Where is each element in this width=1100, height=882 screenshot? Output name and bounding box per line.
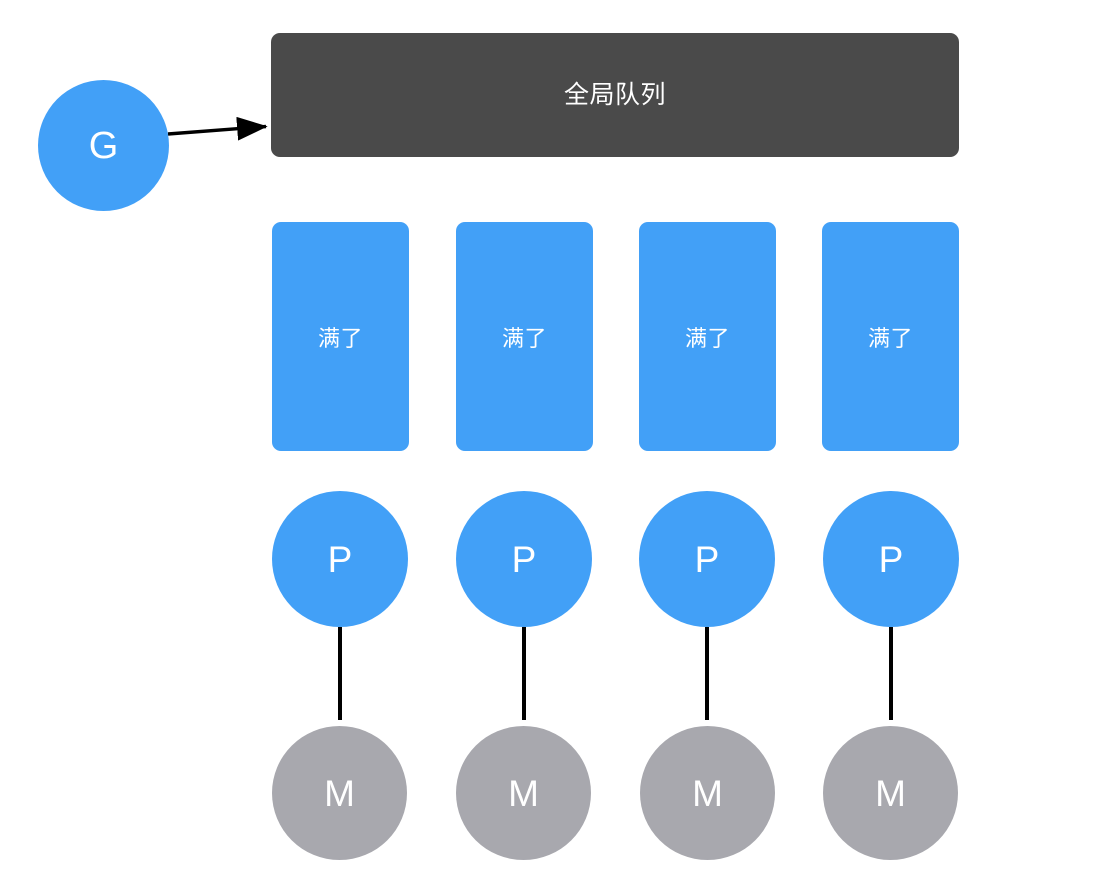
processor-label-3: P bbox=[694, 538, 720, 580]
goroutine-node-g: G bbox=[38, 80, 169, 211]
arrow-line bbox=[167, 116, 268, 141]
connector-p3-m3 bbox=[705, 627, 709, 720]
processor-label-1: P bbox=[327, 538, 353, 580]
machine-label-3: M bbox=[692, 772, 723, 814]
local-queue-label-1: 满了 bbox=[317, 325, 363, 351]
machine-node-m-4: M bbox=[823, 726, 958, 860]
goroutine-label: G bbox=[88, 124, 119, 167]
machine-label-4: M bbox=[875, 772, 906, 814]
processor-node-p-1: P bbox=[272, 491, 408, 627]
connector-p1-m1 bbox=[338, 627, 342, 720]
local-queue-card-3: 满了 bbox=[639, 222, 776, 451]
processor-label-4: P bbox=[878, 538, 904, 580]
local-queue-label-4: 满了 bbox=[867, 325, 913, 351]
machine-node-m-1: M bbox=[272, 726, 407, 860]
machine-node-m-2: M bbox=[456, 726, 591, 860]
processor-label-2: P bbox=[511, 538, 537, 580]
local-queue-card-1: 满了 bbox=[272, 222, 409, 451]
processor-node-p-2: P bbox=[456, 491, 592, 627]
machine-label-1: M bbox=[324, 772, 355, 814]
global-queue-label: 全局队列 bbox=[563, 80, 666, 109]
local-queue-label-3: 满了 bbox=[684, 325, 730, 351]
machine-label-2: M bbox=[508, 772, 539, 814]
connector-p2-m2 bbox=[522, 627, 526, 720]
processor-node-p-4: P bbox=[823, 491, 959, 627]
local-queue-card-2: 满了 bbox=[456, 222, 593, 451]
machine-node-m-3: M bbox=[640, 726, 775, 860]
processor-node-p-3: P bbox=[639, 491, 775, 627]
local-queue-card-4: 满了 bbox=[822, 222, 959, 451]
global-queue-box: 全局队列 bbox=[271, 33, 959, 157]
local-queue-label-2: 满了 bbox=[501, 325, 547, 351]
connector-p4-m4 bbox=[889, 627, 893, 720]
